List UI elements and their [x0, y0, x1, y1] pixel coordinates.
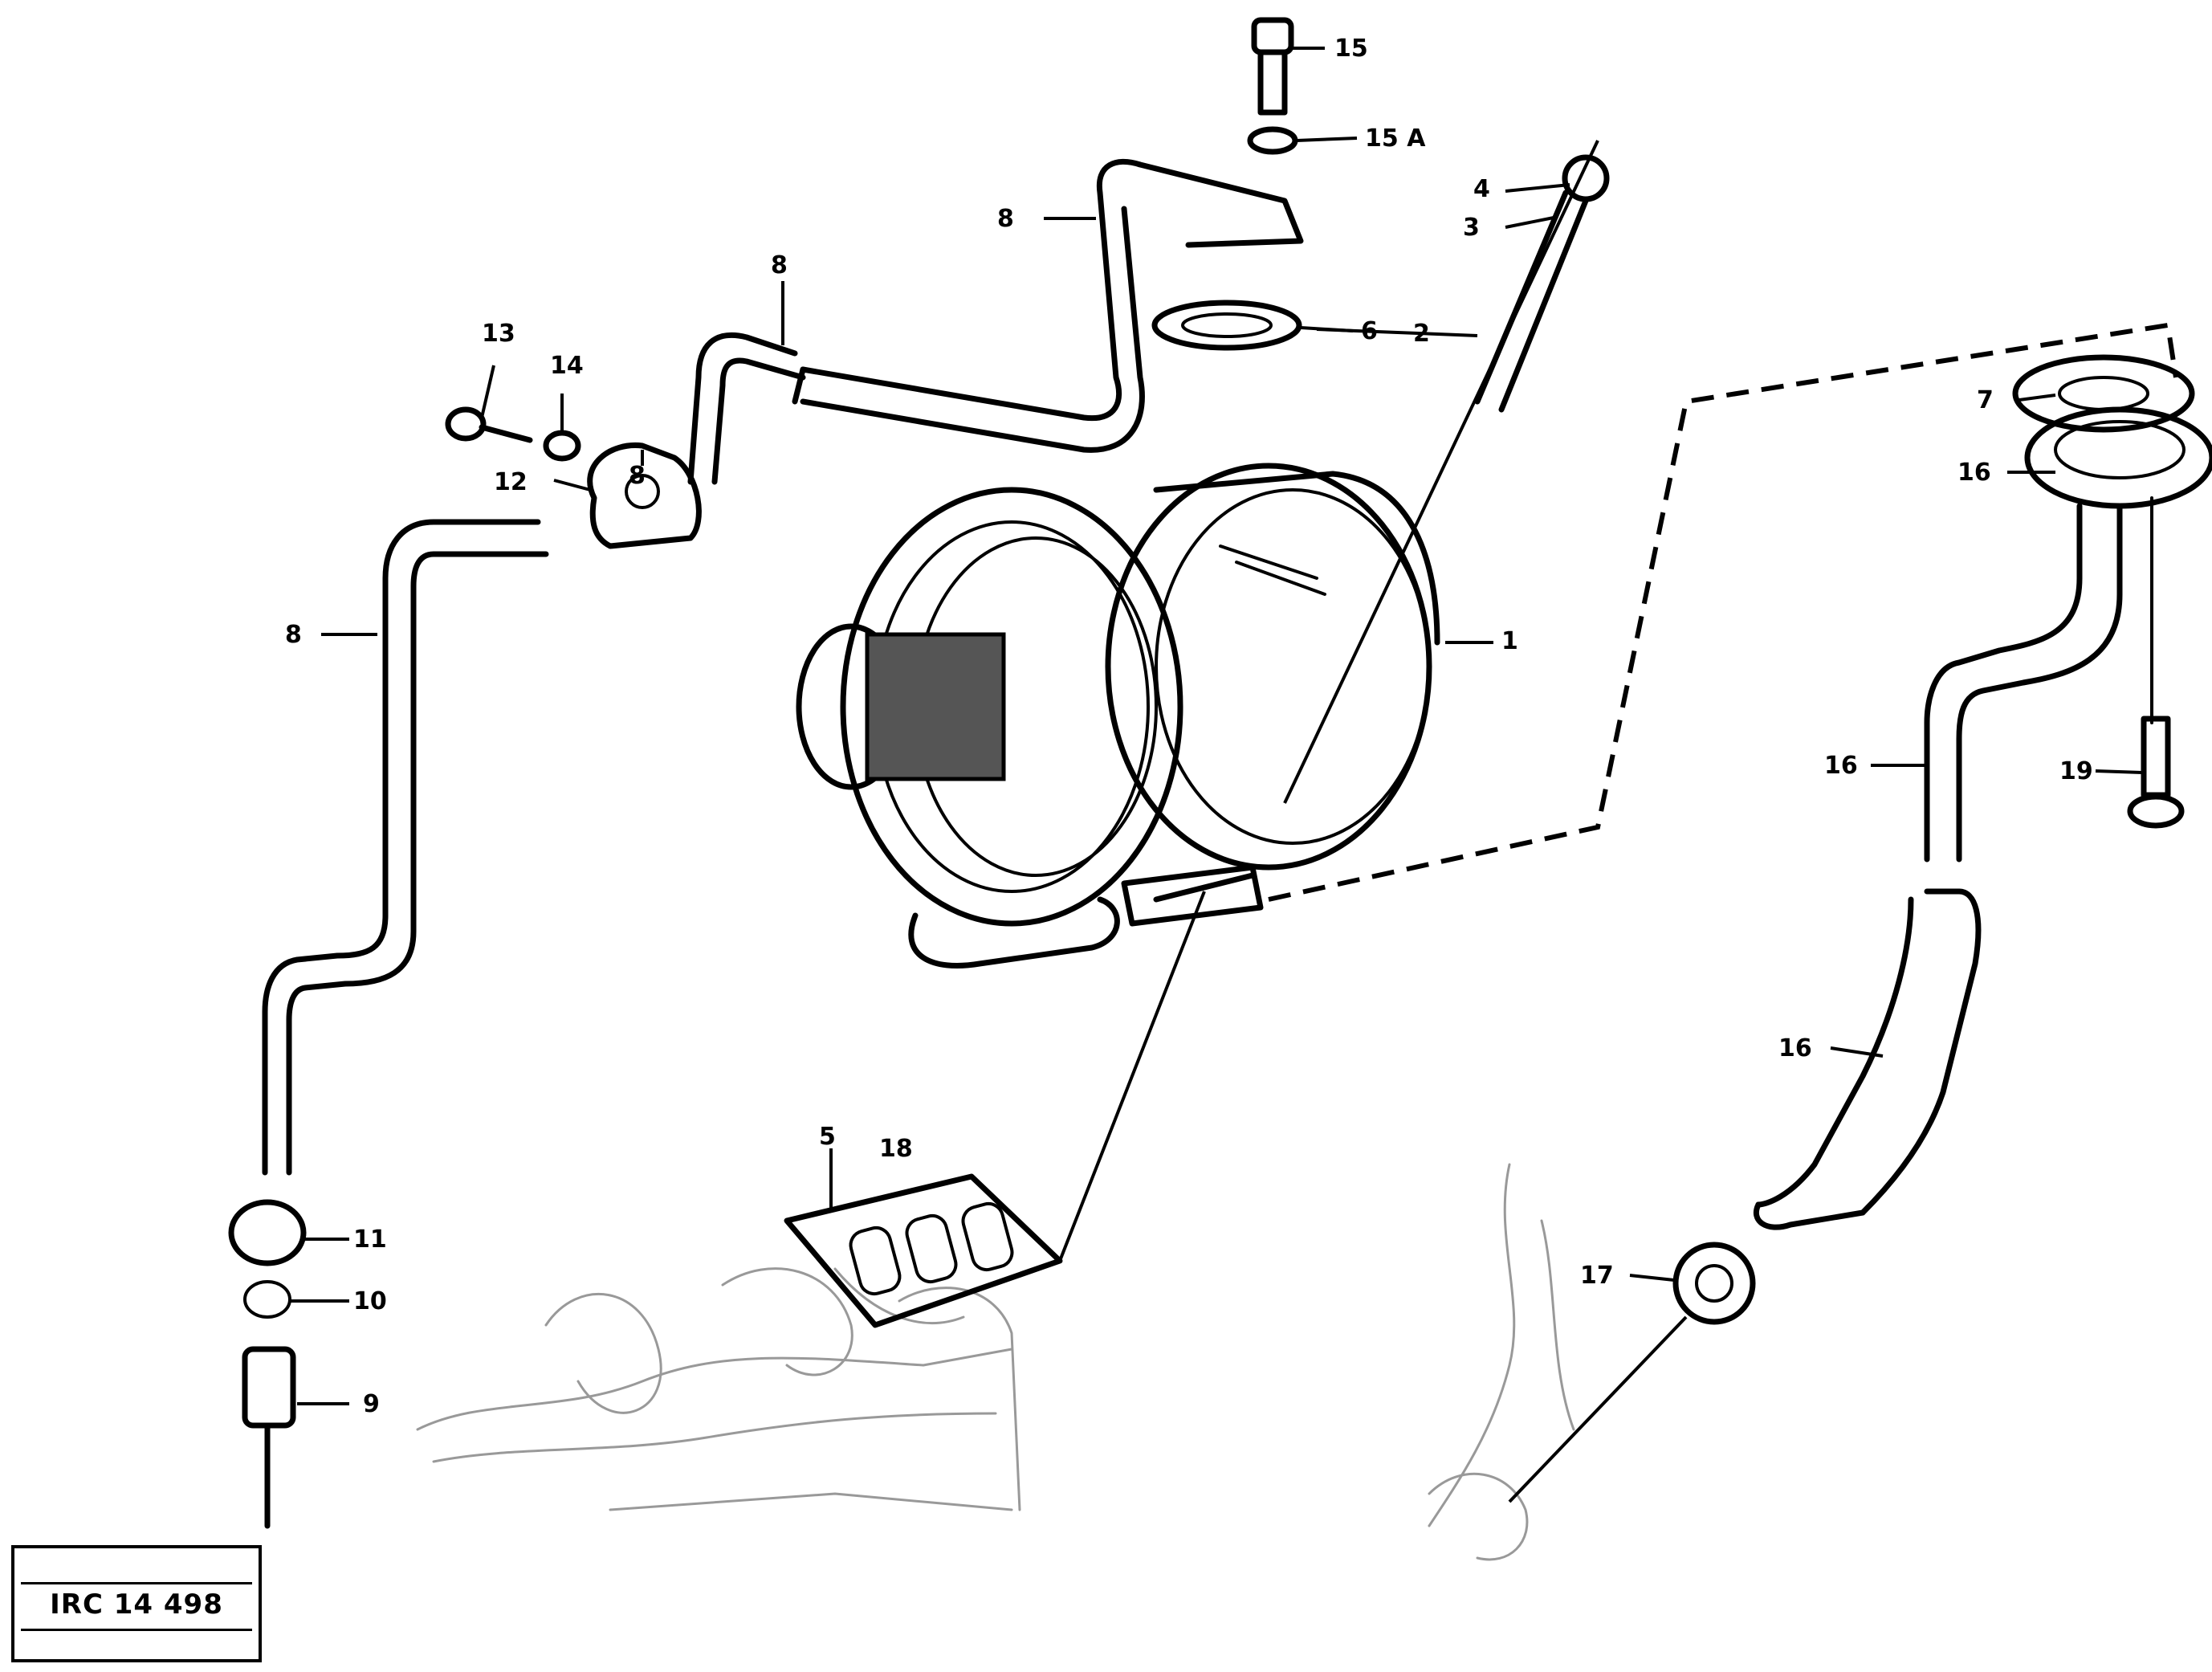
- gasket-turbo-bottom: [784, 891, 1206, 1328]
- callout-2: 2: [1413, 320, 1430, 348]
- callout-13: 13: [482, 320, 515, 348]
- bolt-right: [2127, 716, 2185, 829]
- turbocharger: [796, 463, 1440, 969]
- callout-8-left: 8: [285, 621, 302, 649]
- callout-15: 15: [1334, 35, 1368, 63]
- fittings-lower-left: [228, 1199, 307, 1529]
- callout-labels: 1 2 3 4 5 6 7 8 8 8 8 9 10 11 12 13 14 1…: [285, 35, 2093, 1418]
- drain-hose: [1754, 888, 1982, 1230]
- engine-side-outline: [1428, 1163, 1575, 1561]
- reference-code-box: IRC 14 498: [11, 1545, 262, 1662]
- callout-4: 4: [1473, 175, 1490, 203]
- callout-10: 10: [353, 1287, 387, 1315]
- callout-12: 12: [494, 468, 528, 496]
- oil-pipe-upper: [792, 158, 1304, 453]
- callout-8-upper: 8: [997, 205, 1014, 233]
- banjo-bolt-top: [1247, 17, 1298, 155]
- callout-16-pipe: 16: [1824, 752, 1858, 780]
- callout-3: 3: [1463, 214, 1480, 242]
- leader-lines: [289, 47, 2143, 1405]
- gasket-turbo-top: [1151, 300, 1302, 351]
- callout-17: 17: [1580, 1262, 1614, 1290]
- callout-19: 19: [2059, 757, 2093, 785]
- callout-6: 6: [1361, 317, 1378, 345]
- oil-pipe-left: [262, 519, 549, 1176]
- callout-16-flange: 16: [1957, 459, 1991, 487]
- reference-divider: [21, 1582, 252, 1584]
- callout-16-hose: 16: [1778, 1034, 1812, 1062]
- callout-8-middle: 8: [771, 251, 788, 279]
- callout-18: 18: [879, 1135, 913, 1163]
- drain-pipe-right: [1924, 496, 2153, 863]
- callout-9: 9: [363, 1390, 380, 1418]
- mounting-outline-dashed: [1268, 322, 2178, 902]
- reference-code: IRC 14 498: [50, 1588, 223, 1621]
- callout-5: 5: [819, 1123, 836, 1151]
- banjo-bracket: [587, 442, 702, 549]
- callout-14: 14: [550, 352, 584, 380]
- callout-15a: 15 A: [1365, 124, 1426, 153]
- callout-11: 11: [353, 1225, 387, 1254]
- callout-8-bracket: 8: [629, 462, 646, 490]
- stud-nut-assembly: [1283, 140, 1610, 804]
- drain-flange-right: [2012, 354, 2212, 509]
- oil-pipe-middle: [687, 332, 806, 485]
- callout-7: 7: [1977, 386, 1994, 414]
- reference-divider: [21, 1629, 252, 1631]
- bolt-and-washer: [445, 406, 581, 462]
- callout-1: 1: [1501, 627, 1518, 655]
- hose-clamp: [1508, 1242, 1756, 1503]
